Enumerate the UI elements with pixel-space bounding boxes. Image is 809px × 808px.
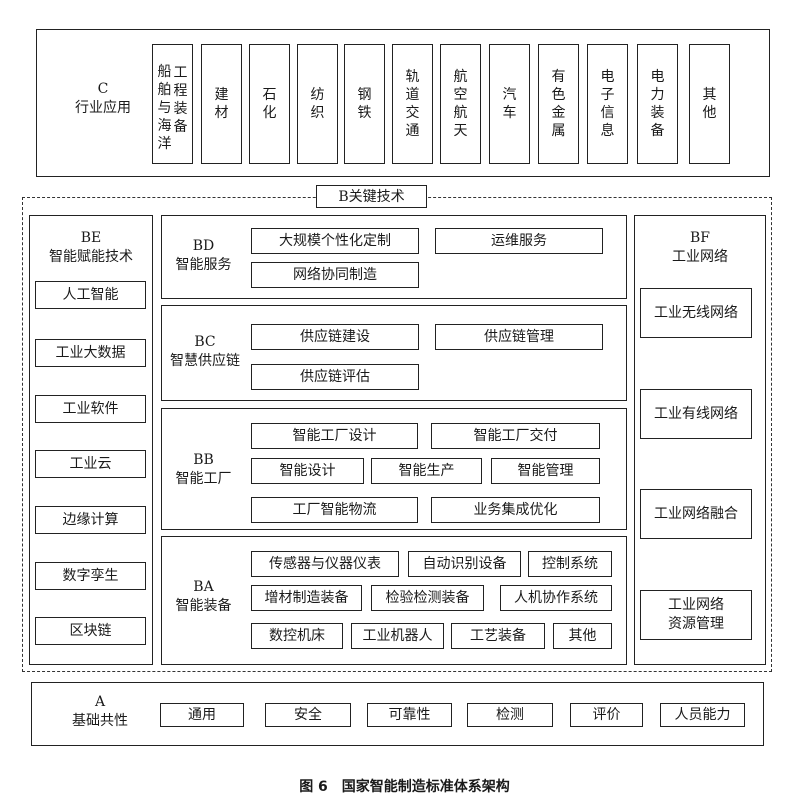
a-item-general: 通用	[160, 703, 244, 727]
ba-item-other: 其他	[553, 623, 612, 649]
bf-item-wireless: 工业无线网络	[640, 288, 752, 338]
b-layer-title: B关键技术	[316, 185, 427, 208]
ba-item-additive-manufacturing: 增材制造装备	[251, 585, 362, 611]
industry-nonferrous-metals: 有色金属	[538, 44, 579, 164]
be-item-software: 工业软件	[35, 395, 146, 423]
industry-automotive: 汽车	[489, 44, 530, 164]
a-item-personnel-capability: 人员能力	[660, 703, 745, 727]
bd-item-networked-manufacturing: 网络协同制造	[251, 262, 419, 288]
be-item-blockchain: 区块链	[35, 617, 146, 645]
be-name: 智能赋能技术	[49, 249, 133, 265]
a-layer-code: A	[94, 694, 106, 710]
a-item-testing: 检测	[467, 703, 553, 727]
industry-aerospace: 航空航天	[440, 44, 481, 164]
industry-steel: 钢铁	[344, 44, 385, 164]
bc-code: BC	[194, 334, 216, 350]
bd-code: BD	[192, 238, 215, 254]
bd-name: 智能服务	[175, 257, 232, 273]
ba-item-industrial-robot: 工业机器人	[351, 623, 444, 649]
ba-code: BA	[193, 579, 214, 595]
be-code: BE	[80, 230, 102, 246]
industry-power-equipment: 电力装备	[637, 44, 678, 164]
bb-code: BB	[193, 452, 214, 468]
industry-shipbuilding-engineering: 船舶与海洋 工程装备	[152, 44, 193, 164]
bb-name: 智能工厂	[175, 471, 232, 487]
industry-electronic-information: 电子信息	[587, 44, 628, 164]
industry-building-materials: 建材	[201, 44, 242, 164]
bf-name: 工业网络	[672, 249, 728, 265]
industry-petrochemical: 石化	[249, 44, 290, 164]
ba-item-process-equipment: 工艺装备	[451, 623, 545, 649]
bb-item-factory-design: 智能工厂设计	[251, 423, 418, 449]
be-item-digital-twin: 数字孪生	[35, 562, 146, 590]
a-item-reliability: 可靠性	[367, 703, 452, 727]
c-layer-code: C	[97, 81, 109, 97]
bc-item-construction: 供应链建设	[251, 324, 419, 350]
ba-item-sensors-instruments: 传感器与仪器仪表	[251, 551, 399, 577]
a-layer-name: 基础共性	[72, 713, 128, 729]
bb-item-factory-logistics: 工厂智能物流	[251, 497, 418, 523]
a-item-evaluation: 评价	[570, 703, 643, 727]
bf-item-resource-management: 工业网络资源管理	[640, 590, 752, 640]
bf-item-wired: 工业有线网络	[640, 389, 752, 439]
bb-item-intelligent-management: 智能管理	[491, 458, 600, 484]
bb-item-intelligent-design: 智能设计	[251, 458, 364, 484]
industry-engineering-equipment: 工程装备	[173, 65, 188, 135]
bb-item-intelligent-production: 智能生产	[371, 458, 482, 484]
ba-item-control-system: 控制系统	[528, 551, 612, 577]
figure-caption: 图 6 国家智能制造标准体系架构	[299, 779, 510, 795]
a-item-safety: 安全	[265, 703, 351, 727]
industry-other: 其他	[689, 44, 730, 164]
bd-item-om-service: 运维服务	[435, 228, 603, 254]
bb-item-factory-delivery: 智能工厂交付	[431, 423, 600, 449]
be-item-cloud: 工业云	[35, 450, 146, 478]
bc-item-management: 供应链管理	[435, 324, 603, 350]
c-layer-name: 行业应用	[75, 100, 131, 116]
ba-item-cnc-machine: 数控机床	[251, 623, 343, 649]
bc-item-evaluation: 供应链评估	[251, 364, 419, 390]
bd-item-mass-customization: 大规模个性化定制	[251, 228, 419, 254]
ba-item-inspection-testing: 检验检测装备	[371, 585, 484, 611]
bb-item-business-integration: 业务集成优化	[431, 497, 600, 523]
bc-name: 智慧供应链	[170, 353, 240, 369]
industry-shipbuilding: 船舶与海洋	[157, 64, 172, 152]
bf-item-fusion: 工业网络融合	[640, 489, 752, 539]
be-item-edge-computing: 边缘计算	[35, 506, 146, 534]
ba-item-human-robot-collaboration: 人机协作系统	[500, 585, 612, 611]
industry-textile: 纺织	[297, 44, 338, 164]
ba-item-auto-identification: 自动识别设备	[408, 551, 521, 577]
be-item-big-data: 工业大数据	[35, 339, 146, 367]
industry-rail-transit: 轨道交通	[392, 44, 433, 164]
ba-name: 智能装备	[175, 598, 232, 614]
be-item-ai: 人工智能	[35, 281, 146, 309]
bf-code: BF	[689, 230, 710, 246]
